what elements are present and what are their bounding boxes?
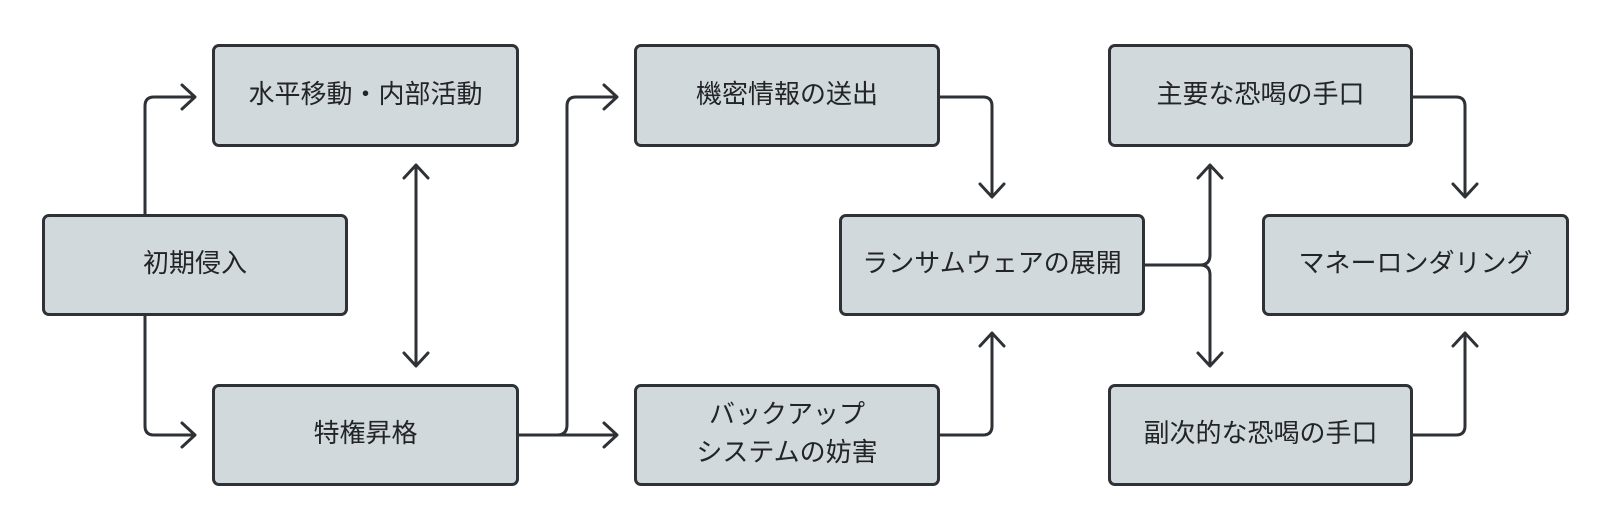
edge-exfil-to-ransomware [938,95,994,197]
edge-secondary-to-laundering [1411,333,1467,437]
node-privilege-escalation: 特権昇格 [212,384,519,486]
arrowhead-laundering-top [1451,182,1479,199]
node-money-laundering: マネーロンダリング [1262,214,1569,316]
node-ransomware-deployment: ランサムウェアの展開 [839,214,1145,316]
arrowhead-exfil [602,83,619,111]
node-backup-obstruction: バックアップ システムの妨害 [634,384,940,486]
edge-backup-to-ransomware [938,333,994,437]
edge-initial-to-lateral [143,95,195,216]
arrowhead-ransomware-top [978,182,1006,199]
node-secondary-extortion: 副次的な恐喝の手口 [1108,384,1413,486]
node-lateral-movement: 水平移動・内部活動 [212,44,519,147]
arrowhead-primary [1196,163,1224,180]
edge-privilege-to-exfil [517,95,617,437]
arrowhead-backup [602,421,619,449]
arrowhead-ransomware-bottom [978,331,1006,348]
edge-ransomware-branch-down [1198,263,1212,277]
node-primary-extortion: 主要な恐喝の手口 [1108,44,1413,147]
arrowhead-secondary [1196,351,1224,368]
edge-primary-to-laundering [1411,95,1467,197]
arrowhead-laundering-bottom [1451,331,1479,348]
node-data-exfiltration: 機密情報の送出 [634,44,940,147]
arrowhead-up-lateral [402,163,430,180]
arrowhead-lateral [180,83,197,111]
edge-initial-to-privilege [143,314,195,437]
arrowhead-privilege [180,421,197,449]
edge-ransomware-branch [1143,253,1212,267]
node-initial-access: 初期侵入 [42,214,348,316]
arrowhead-down-privilege [402,351,430,368]
